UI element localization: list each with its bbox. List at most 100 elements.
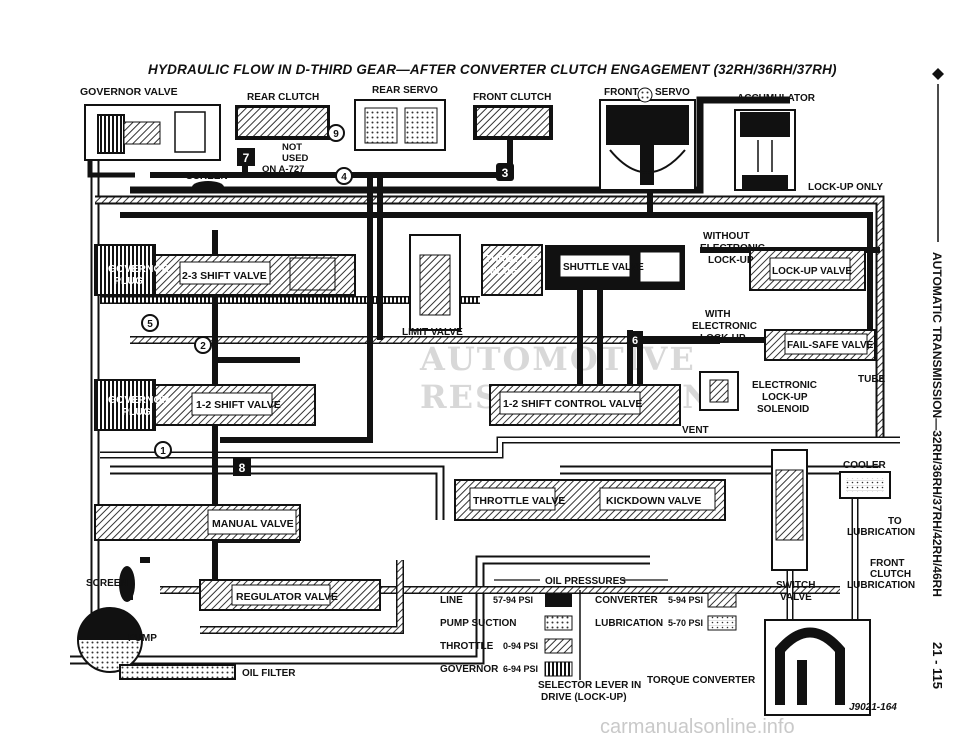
legend-line-name: LINE [440, 595, 463, 606]
lock-up-valve [749, 249, 866, 291]
label-vent: VENT [682, 425, 709, 436]
label-without-a: WITHOUT [703, 231, 750, 242]
legend-governor-range: 6-94 PSI [503, 664, 538, 674]
badge-3 [496, 163, 514, 181]
label-torque-converter: TORQUE CONVERTER [647, 675, 756, 686]
legend-converter-range: 5-94 PSI [668, 595, 703, 605]
legend-line-range: 57-94 PSI [493, 595, 533, 605]
screen-bottom [119, 566, 135, 602]
manual-valve [94, 504, 301, 541]
rear-clutch [235, 105, 330, 140]
screen-top [192, 181, 224, 193]
label-without-b: ELECTRONIC [700, 243, 765, 254]
label-selector-a: SELECTOR LEVER IN [538, 680, 641, 691]
electronic-lock-up-solenoid [699, 371, 739, 411]
rear-servo [354, 99, 446, 151]
legend-throttle-range: 0-94 PSI [503, 641, 538, 651]
badge-6 [627, 331, 643, 347]
shift-control-valve-1-2 [489, 384, 681, 426]
badge-5 [141, 314, 159, 332]
legend-heading: OIL PRESSURES [545, 576, 626, 587]
label-not-used-3: ON A-727 [262, 164, 304, 175]
label-lockup-only: LOCK-UP ONLY [808, 182, 883, 193]
label-oil-filter: OIL FILTER [242, 668, 296, 679]
label-accumulator: ACCUMULATOR [737, 93, 816, 104]
label-switch-b: VALVE [780, 592, 812, 603]
legend-throttle-name: THROTTLE [440, 641, 494, 652]
site-watermark: carmanualsonline.info [600, 716, 795, 738]
throttle-kickdown-valve [454, 479, 726, 521]
regulator-valve [199, 579, 381, 611]
figure-id: J9021-164 [849, 702, 897, 713]
torque-converter [764, 619, 871, 716]
label-tube: TUBE [858, 374, 886, 385]
label-solenoid-c: SOLENOID [757, 404, 809, 415]
label-throttle-plug-b: PLUG [490, 266, 518, 277]
label-shuttle-valve: SHUTTLE VALVE [563, 262, 644, 273]
badge-7 [237, 148, 255, 166]
legend-lubrication-name: LUBRICATION [595, 618, 663, 629]
governor-valve [84, 104, 221, 178]
label-switch-a: SWITCH [776, 580, 815, 591]
side-header: AUTOMATIC TRANSMISSION—32RH/36RH/37RH/42… [930, 252, 944, 597]
label-selector-b: DRIVE (LOCK-UP) [541, 692, 627, 703]
legend: OIL PRESSURES LINE 57-94 PSI PUMP SUCTIO… [440, 576, 737, 680]
label-throttle-valve: THROTTLE VALVE [473, 495, 565, 507]
label-fc-lub-a: FRONT [870, 558, 904, 569]
diagram-title: HYDRAULIC FLOW IN D-THIRD GEAR—AFTER CON… [148, 62, 837, 77]
cooler [839, 471, 891, 499]
oil-filter [119, 664, 236, 680]
label-kickdown-valve: KICKDOWN VALVE [606, 495, 701, 507]
label-shift-23: 2-3 SHIFT VALVE [182, 270, 267, 282]
label-governor-plug-1b: PLUG [114, 275, 143, 287]
front-clutch [473, 105, 553, 140]
label-cooler: COOLER [843, 460, 887, 471]
badge-1-text: 1 [160, 446, 166, 457]
legend-suction-swatch [544, 615, 573, 631]
fail-safe-valve [764, 329, 876, 361]
shift-valve-2-3 [154, 254, 356, 296]
legend-converter-name: CONVERTER [595, 595, 659, 606]
label-not-used-1: NOT [282, 142, 302, 153]
legend-lubrication-range: 5-70 PSI [668, 618, 703, 628]
label-fc-lub-b: CLUTCH [870, 569, 911, 580]
sidebar-svg: AUTOMATIC TRANSMISSION—32RH/36RH/37RH/42… [930, 68, 945, 689]
label-pump: PUMP [128, 633, 157, 644]
legend-suction-name: PUMP SUCTION [440, 618, 517, 629]
label-shift-12-control: 1-2 SHIFT CONTROL VALVE [503, 398, 642, 410]
legend-throttle-swatch [544, 638, 573, 654]
label-rear-clutch: REAR CLUTCH [247, 92, 319, 103]
label-governor-valve: GOVERNOR VALVE [80, 86, 178, 98]
badge-8 [233, 458, 251, 476]
hydraulic-circuit-diagram: 7 3 6 8 9 4 5 2 1 GOVERNOR VALVE REAR CL… [70, 85, 915, 716]
page-number: 21 - 115 [930, 642, 945, 689]
legend-governor-name: GOVERNOR [440, 664, 499, 675]
badge-6-text: 6 [632, 335, 638, 347]
label-servo: SERVO [655, 87, 690, 98]
badge-4 [335, 167, 353, 185]
badge-9-text: 9 [333, 129, 339, 140]
label-without-c: LOCK-UP [708, 255, 754, 266]
label-failsafe: FAIL-SAFE VALVE [787, 340, 874, 351]
label-throttle-plug-a: THROTTLE [485, 254, 539, 265]
component-labels: GOVERNOR VALVE REAR CLUTCH REAR SERVO FR… [80, 85, 915, 703]
badge-2 [194, 336, 212, 354]
page-sidebar: AUTOMATIC TRANSMISSION—32RH/36RH/37RH/42… [928, 0, 960, 742]
label-solenoid-b: LOCK-UP [762, 392, 808, 403]
badge-4-text: 4 [341, 172, 347, 183]
label-governor-plug-1a: GOVERNOR [108, 263, 170, 275]
label-rear-servo: REAR SERVO [372, 85, 438, 96]
governor-plug-upper [94, 244, 156, 296]
label-regulator: REGULATOR VALVE [236, 591, 338, 603]
label-governor-plug-2b: PLUG [122, 406, 151, 418]
legend-governor-swatch [544, 661, 573, 677]
label-with-b: ELECTRONIC [692, 321, 757, 332]
front-servo [599, 87, 696, 191]
legend-lubrication-swatch [707, 615, 737, 631]
label-screen-top: SCREEN [186, 171, 228, 182]
label-limit-valve: LIMIT VALVE [402, 327, 463, 338]
label-shift-12: 1-2 SHIFT VALVE [196, 399, 281, 411]
pump [77, 607, 143, 673]
badge-9 [327, 124, 345, 142]
badge-2-text: 2 [200, 341, 206, 352]
